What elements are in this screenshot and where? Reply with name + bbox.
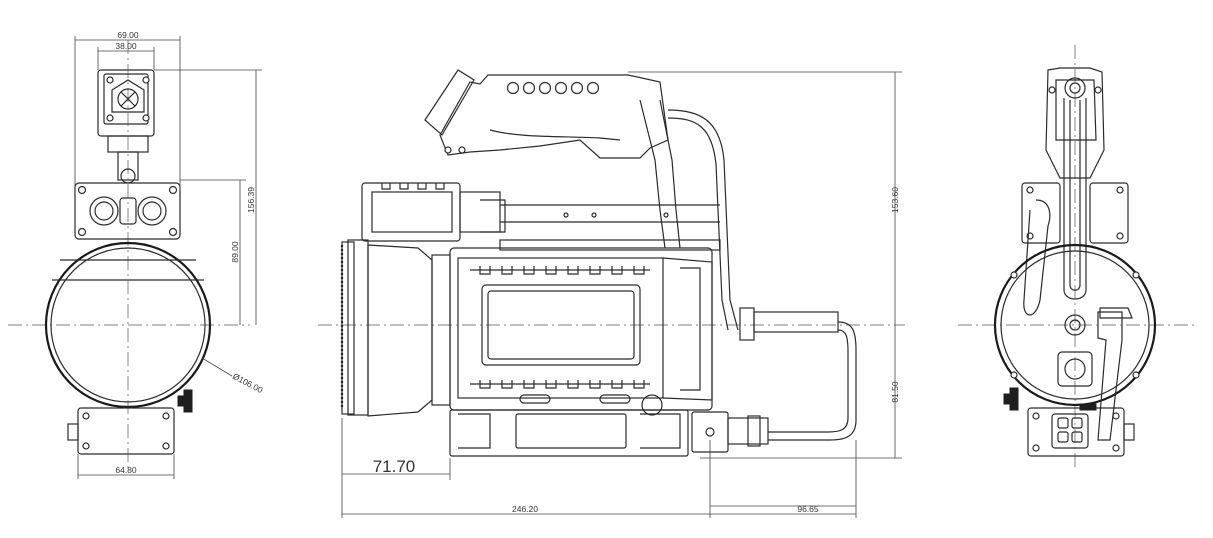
side-top-cable [667,109,739,331]
front-diameter-label: Ø106.00 [231,371,265,395]
side-dimensions [341,71,902,518]
front-bottom-plate [67,389,193,455]
side-lens [340,239,451,417]
side-handle [424,69,681,249]
front-view: 69.00 38.00 156.39 89.00 Ø106.00 64.80 [8,30,265,479]
rear-body-circle [993,243,1157,441]
side-lower-height-label: 81.50 [890,381,900,403]
rear-bottom-plate [1003,387,1135,457]
side-top-block [361,182,720,242]
front-width-top-label: 69.00 [117,30,139,40]
front-mid-height-label: 89.00 [230,241,240,263]
side-rear-connector [691,307,857,453]
side-bottom-base [449,409,689,457]
rear-side-blocks [1021,182,1129,316]
front-total-height-label: 156.39 [246,187,256,213]
front-connector-plate [74,182,181,240]
side-height-label: 153.60 [890,187,900,213]
front-handle-width-label: 38.00 [115,41,137,51]
front-body-circle [44,241,212,409]
front-handle-block [97,69,155,184]
side-lens-length-label: 71.70 [373,457,416,476]
rear-handle [1045,67,1105,300]
side-total-length-label: 246.20 [512,504,538,514]
side-view: 153.60 81.50 71.70 246.20 96.65 [318,69,905,518]
side-rear-offset-label: 96.65 [797,504,819,514]
rear-view [958,45,1195,470]
front-dimensions [74,36,262,479]
side-main-body [449,239,721,416]
front-bottom-width-label: 64.80 [115,465,137,475]
